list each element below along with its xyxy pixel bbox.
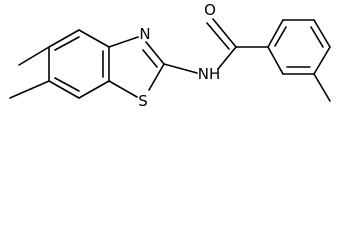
methyl-bond-5 xyxy=(18,46,50,66)
tolyl-bond-1-inner xyxy=(274,26,287,47)
thiazole-bond-c2-s xyxy=(148,63,165,91)
thiazole-bond-n-c2 xyxy=(145,41,165,65)
tolyl-bond-6 xyxy=(267,46,284,75)
benzo-bond-2 xyxy=(78,29,110,48)
carbonyl-oxygen-label: O xyxy=(204,1,216,19)
methyl-bond-6 xyxy=(9,80,50,99)
nh-carbonyl-bond xyxy=(217,46,237,70)
tolyl-bond-4 xyxy=(313,46,331,75)
thiazole-bond-c3a-n xyxy=(108,36,139,48)
benzo-bond-4 xyxy=(78,80,110,99)
chemical-structure-diagram: N S NH O xyxy=(9,1,331,110)
benzo-bond-1-inner xyxy=(54,36,80,51)
carbonyl-double-bond-a xyxy=(212,18,237,48)
tolyl-methyl-bond xyxy=(313,73,331,102)
carbonyl-double-bond-b xyxy=(206,22,230,50)
thiazole-sulfur-label: S xyxy=(138,92,148,110)
tolyl-bond-1 xyxy=(267,19,284,48)
tolyl-bond-3 xyxy=(313,19,331,48)
benzo-bond-5-inner xyxy=(54,77,80,92)
amide-nh-label: NH xyxy=(198,65,221,83)
thiazole-bond-n-c2-inner xyxy=(142,49,158,68)
tolyl-bond-3-inner xyxy=(310,26,324,48)
thiazole-bond-s-c7a xyxy=(108,80,138,98)
thiazole-nitrogen-label: N xyxy=(139,25,150,43)
benzo-bond-5 xyxy=(48,80,80,99)
c2-nh-bond xyxy=(163,63,198,74)
benzo-bond-1 xyxy=(48,29,80,48)
